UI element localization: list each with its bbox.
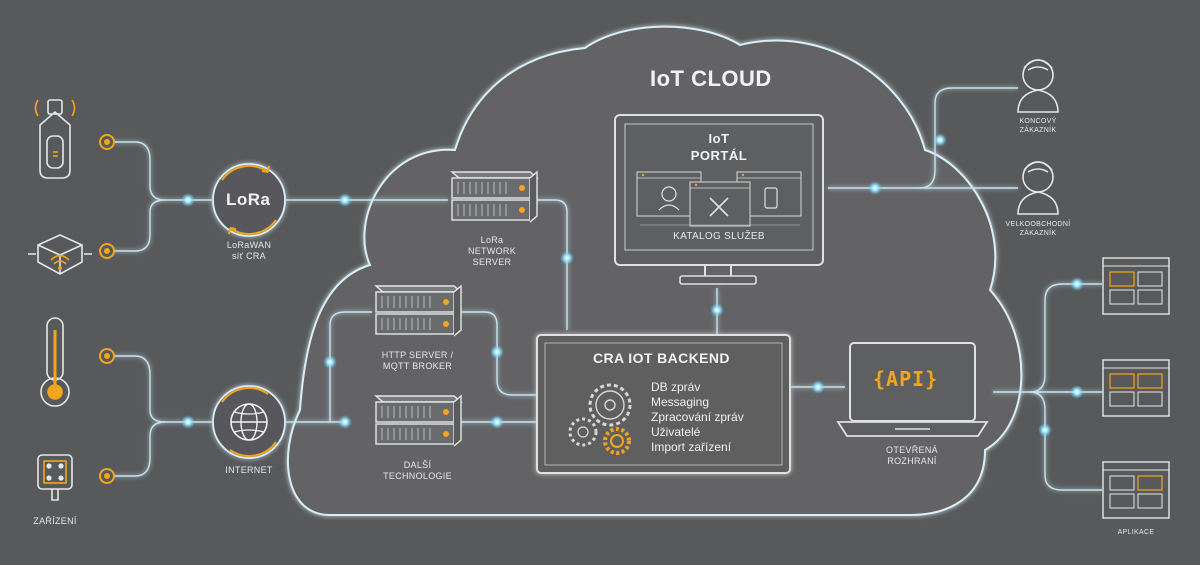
tag-sensor-icon xyxy=(34,99,76,179)
lora-network-server-icon xyxy=(450,170,539,223)
backend-item: Messaging xyxy=(651,395,710,409)
connector-dots xyxy=(99,134,115,484)
server-grills xyxy=(381,182,507,440)
backend-list: DB zpráv Messaging Zpracování zpráv Uživ… xyxy=(651,380,744,455)
http-server-line2: MQTT BROKER xyxy=(382,361,453,371)
portal-title-line2: PORTÁL xyxy=(690,148,748,163)
lora-label: LoRaWAN síť CRA xyxy=(199,240,299,262)
api-label: OTEVŘENÁ ROZHRANÍ xyxy=(862,445,962,467)
app-window-3 xyxy=(1102,461,1170,519)
other-tech-label: DALŠÍ TECHNOLOGIE xyxy=(360,460,475,482)
end-customer-icon xyxy=(1017,59,1059,113)
cloud-title: IoT CLOUD xyxy=(650,66,772,91)
api-label-line2: ROZHRANÍ xyxy=(887,456,937,466)
applications-label: APLIKACE xyxy=(1117,529,1155,536)
other-tech-server-icon xyxy=(374,394,463,447)
api-label-line1: OTEVŘENÁ xyxy=(886,445,938,455)
end-customer-line2: ZÁKAZNÍK xyxy=(1019,127,1057,134)
application-windows xyxy=(1102,257,1170,519)
lora-server-line3: SERVER xyxy=(472,257,512,267)
lora-logo: LoRa xyxy=(226,190,271,209)
lora-server-line1: LoRa xyxy=(480,235,504,245)
lora-label-line2: síť CRA xyxy=(232,251,266,261)
backend-item: Import zařízení xyxy=(651,440,732,454)
http-server-icon xyxy=(374,284,463,337)
other-tech-line2: TECHNOLOGIE xyxy=(383,471,452,481)
internet-label: INTERNET xyxy=(225,465,273,475)
http-server-label: HTTP SERVER / MQTT BROKER xyxy=(360,350,475,372)
wholesale-customer-line1: VELKOOBCHODNÍ xyxy=(1005,221,1071,228)
catalog-label: KATALOG SLUŽEB xyxy=(673,231,765,242)
gears-icon xyxy=(568,383,632,455)
customer-icons xyxy=(1017,59,1059,215)
wholesale-customer-line2: ZÁKAZNÍK xyxy=(1019,230,1057,237)
api-badge: {API} xyxy=(873,367,939,391)
backend-item: Uživatelé xyxy=(651,425,701,439)
thermometer-icon xyxy=(40,317,70,407)
end-customer-label: KONCOVÝ ZÁKAZNÍK xyxy=(998,117,1078,135)
devices-label: ZAŘÍZENÍ xyxy=(33,516,77,526)
lora-server-line2: NETWORK xyxy=(467,246,517,256)
portal-monitor-icon xyxy=(614,114,824,285)
cloud-shape xyxy=(286,25,1023,516)
device-icons xyxy=(28,99,92,501)
internet-globe-icon xyxy=(212,385,286,459)
server-icons xyxy=(374,170,539,447)
lora-server-label: LoRa NETWORK SERVER xyxy=(442,235,542,268)
app-window-2 xyxy=(1102,359,1170,417)
app-window-1 xyxy=(1102,257,1170,315)
box-sensor-icon xyxy=(37,454,73,501)
lora-gateway-icon xyxy=(212,163,286,237)
wholesale-customer-label: VELKOOBCHODNÍ ZÁKAZNÍK xyxy=(988,220,1088,238)
backend-item: Zpracování zpráv xyxy=(651,410,744,424)
signal-dots xyxy=(181,133,1084,437)
backend-title: CRA IOT BACKEND xyxy=(593,350,730,366)
backend-box xyxy=(536,334,791,474)
wholesale-customer-icon xyxy=(1017,161,1059,215)
lora-label-line1: LoRaWAN xyxy=(226,240,272,250)
other-tech-line1: DALŠÍ xyxy=(403,460,432,470)
end-customer-line1: KONCOVÝ xyxy=(1019,118,1057,125)
portal-title: IoT PORTÁL xyxy=(669,130,769,164)
http-server-line1: HTTP SERVER / xyxy=(381,350,454,360)
portal-title-line1: IoT xyxy=(708,131,730,146)
wifi-module-icon xyxy=(28,234,92,275)
backend-item: DB zpráv xyxy=(651,380,701,394)
api-laptop-icon xyxy=(836,342,989,437)
